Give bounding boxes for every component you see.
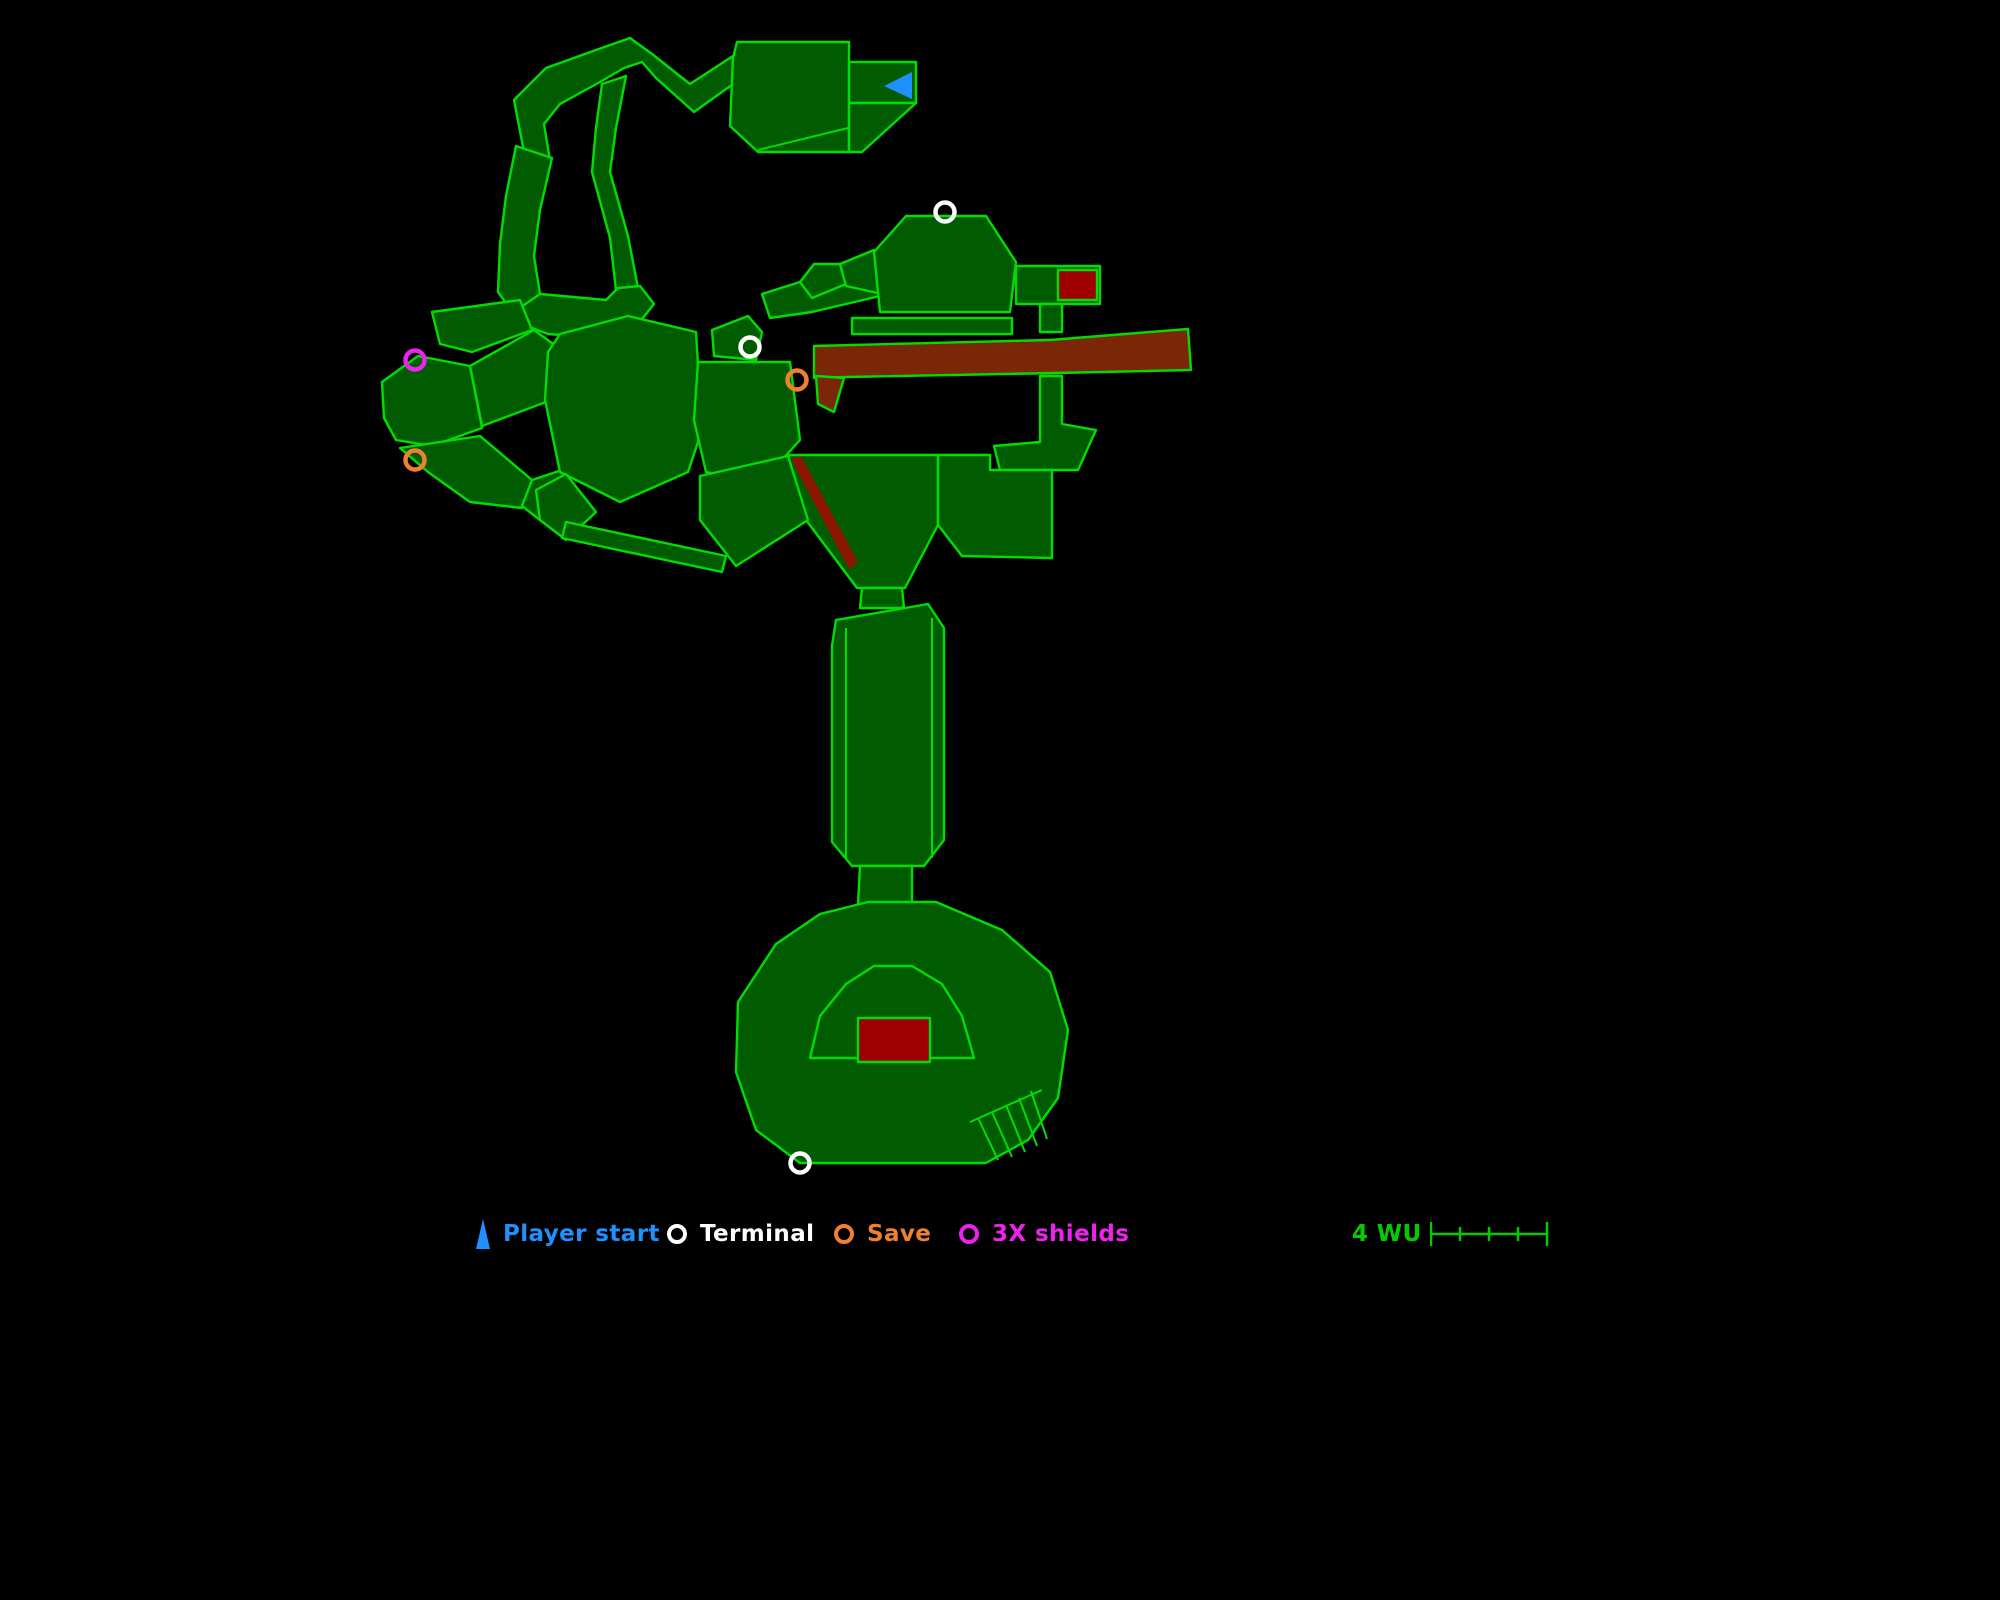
map-polygon-long-shaft — [830, 602, 946, 868]
terminal-marker — [738, 335, 762, 359]
map-polygon-start-room — [728, 40, 851, 154]
map-polygon-funnel-hazard-sliver — [791, 456, 858, 569]
save-marker — [403, 448, 427, 472]
map-polygon-central-hall — [543, 314, 704, 504]
terminal-marker — [788, 1151, 812, 1175]
map-polygon-northeast-ledge — [850, 316, 1014, 336]
map-polygon-shaft-neck-south — [856, 864, 914, 906]
map-polygon-dome-arch — [808, 964, 976, 1060]
player-start-marker — [884, 72, 912, 99]
map-polygon-east-alcove-hazard — [1056, 268, 1099, 302]
terminal-marker — [933, 200, 957, 224]
map-polygon-shaft-neck-north — [858, 586, 906, 610]
map-polygon-north-corridor-band — [512, 36, 738, 162]
map-polygon-northeast-hall — [872, 214, 1018, 314]
map-detail-line — [991, 1111, 1013, 1158]
map-polygon-east-lower-corridor — [992, 374, 1098, 472]
map-detail-line — [757, 127, 849, 151]
save-marker — [785, 368, 809, 392]
map-polygon-funnel-west-link — [698, 454, 810, 568]
map-polygon-west-drop-tube — [496, 144, 554, 316]
map-detail-line — [1030, 1090, 1048, 1140]
shields-marker — [403, 348, 427, 372]
map-polygon-shields-room — [380, 354, 484, 448]
map-polygon-save-room-west — [398, 434, 534, 510]
map-polygon-dome-hazard — [856, 1016, 932, 1064]
map-polygon-northwest-room — [430, 298, 534, 354]
map-polygon-east-connector — [1038, 302, 1064, 334]
map-polygon-lava-platform-corridor — [812, 327, 1193, 380]
map-polygon-east-drop-tube — [590, 74, 640, 292]
map-polygon-southeast-room — [936, 453, 1054, 560]
map-detail-line — [1005, 1104, 1026, 1153]
map-polygon-lava-platform-tail — [814, 374, 846, 414]
map-polygon-start-alcove-ramp — [847, 101, 918, 154]
map-detail-line — [1018, 1097, 1038, 1147]
map-polygon-south-thin-corridor — [560, 520, 728, 574]
map-detail-line — [977, 1117, 999, 1161]
